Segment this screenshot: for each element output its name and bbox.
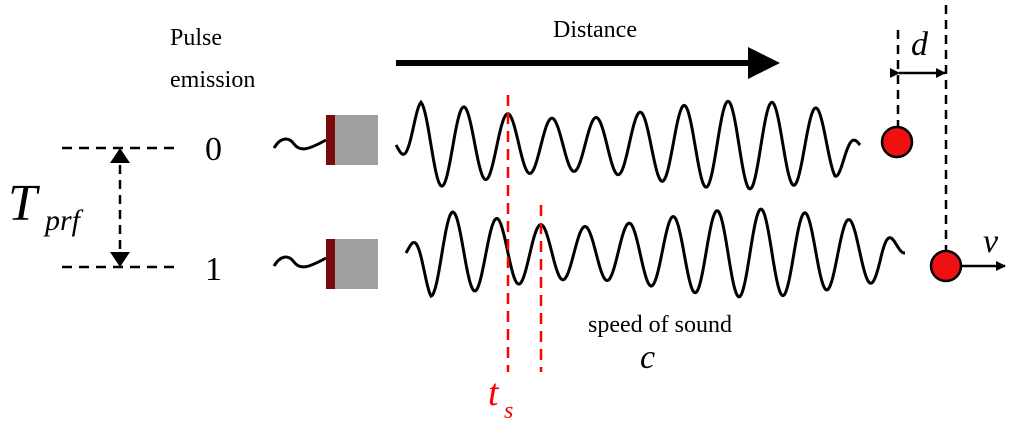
distance-label: Distance xyxy=(553,17,637,43)
pulse-label-line1: Pulse xyxy=(170,25,222,51)
c-symbol: c xyxy=(640,339,655,376)
echo-waveform-1 xyxy=(404,207,905,299)
tprf-arrowhead-up xyxy=(110,148,130,163)
arrow-right-icon xyxy=(748,47,780,79)
speed-of-sound-label: speed of sound xyxy=(588,312,732,338)
pulse-number-0: 0 xyxy=(205,131,222,168)
pulse-number-1: 1 xyxy=(205,251,222,288)
pulse-label-line2: emission xyxy=(170,67,255,93)
ts-symbol: t xyxy=(488,372,500,414)
transducer-icon xyxy=(272,239,378,289)
tprf-subscript: prf xyxy=(43,204,84,237)
echo-waveform-0 xyxy=(394,99,862,191)
ts-subscript: s xyxy=(504,398,513,424)
tprf-symbol: T xyxy=(8,175,40,232)
transducer-icon xyxy=(272,115,378,165)
tprf-arrowhead-down xyxy=(110,252,130,267)
v-symbol: v xyxy=(983,223,999,260)
scatterer-icon xyxy=(929,249,963,283)
d-symbol: d xyxy=(911,26,929,63)
scatterer-icon xyxy=(880,125,914,159)
